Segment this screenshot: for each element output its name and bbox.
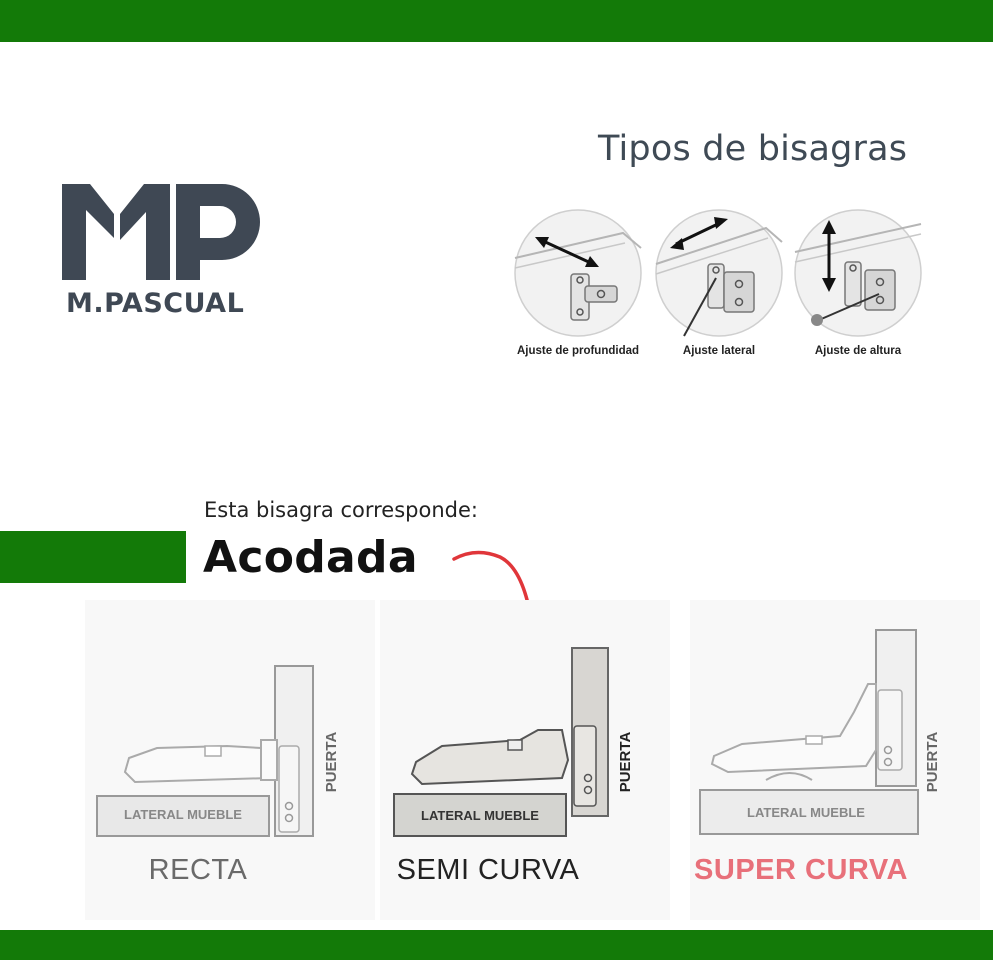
hinge-diagram-recta: LATERAL MUEBLE PUERTA: [85, 600, 375, 920]
depth-adjust-icon: [513, 208, 643, 338]
side-label-recta: LATERAL MUEBLE: [124, 807, 242, 822]
height-adjust-label: Ajuste de altura: [814, 345, 902, 357]
top-green-band: [0, 0, 993, 42]
side-label-semi-curva: LATERAL MUEBLE: [421, 808, 539, 823]
brand-name: M.PASCUAL: [66, 288, 245, 319]
depth-adjust-label: Ajuste de profundidad: [516, 345, 640, 357]
door-label-semi-curva: PUERTA: [617, 732, 634, 793]
hinge-diagram-semi-curva: LATERAL MUEBLE PUERTA: [380, 600, 670, 920]
hinge-diagram-super-curva: LATERAL MUEBLE PUERTA: [690, 600, 980, 920]
bottom-green-band: [0, 930, 993, 960]
side-label-super-curva: LATERAL MUEBLE: [747, 805, 865, 820]
lateral-adjust-label: Ajuste lateral: [682, 345, 756, 357]
door-label-recta: PUERTA: [323, 732, 340, 793]
brand-logo: M.PASCUAL: [62, 184, 272, 324]
mp-monogram-icon: [62, 184, 260, 280]
result-type: Acodada: [203, 532, 418, 583]
door-label-super-curva: PUERTA: [924, 732, 941, 793]
result-intro: Esta bisagra corresponde:: [204, 498, 478, 522]
lateral-adjust-icon: [654, 208, 784, 338]
hinge-type-super-curva: SUPER CURVA: [694, 854, 908, 886]
height-adjust-icon: [793, 208, 923, 338]
hinge-type-recta: RECTA: [148, 854, 248, 886]
section-title: Tipos de bisagras: [598, 129, 908, 169]
hinge-type-semi-curva: SEMI CURVA: [396, 854, 580, 886]
middle-green-band: [0, 531, 186, 583]
